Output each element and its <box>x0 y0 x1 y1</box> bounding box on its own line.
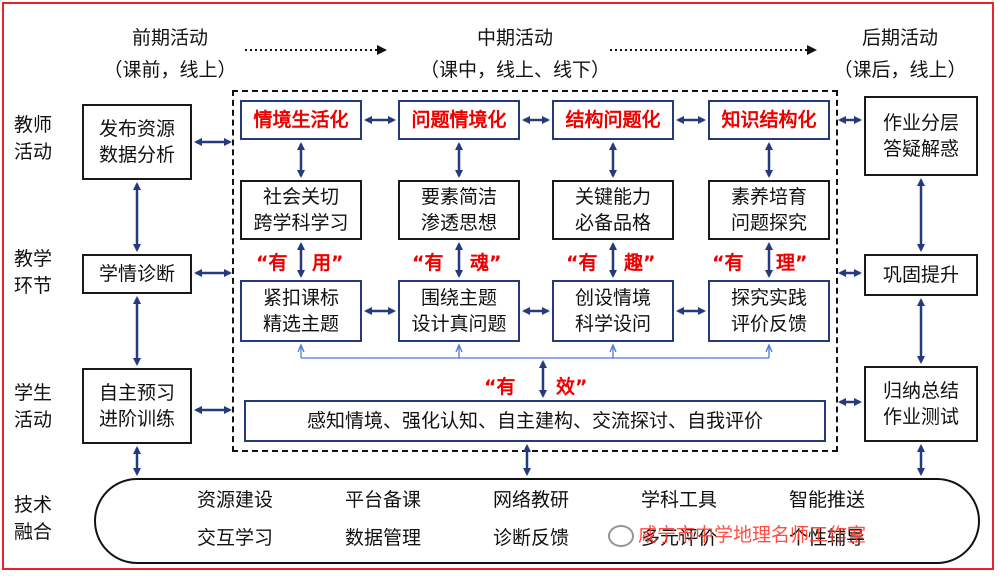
box-learning-diagnosis: 学情诊断 <box>82 254 192 294</box>
watermark-text: 咸宁市中学地理名师工作室 <box>608 520 866 547</box>
tech-item: 资源建设 <box>196 489 273 511</box>
slogan-effective-left: “有 <box>484 376 516 398</box>
box-publish-resources: 发布资源数据分析 <box>82 104 192 180</box>
phase-late-sub: （课后，线上） <box>833 59 967 81</box>
box-layered-homework: 作业分层答疑解惑 <box>864 96 978 176</box>
header-structure-problem: 结构问题化 <box>552 100 674 140</box>
wechat-icon <box>608 524 634 547</box>
tech-item: 智能推送 <box>788 489 865 511</box>
tech-item: 网络教研 <box>492 489 569 511</box>
slogan-effective-right: 效” <box>556 376 588 398</box>
middle-activity-region <box>232 90 838 452</box>
phase-early-sub: （课前，线上） <box>103 59 237 81</box>
slogan-soul-left: “有 <box>412 252 444 274</box>
box-summary-test: 归纳总结作业测试 <box>864 366 978 442</box>
header-problem-context: 问题情境化 <box>398 100 520 140</box>
box-curriculum-theme: 紧扣课标精选主题 <box>240 280 362 342</box>
slogan-fun-left: “有 <box>566 252 598 274</box>
tech-item: 平台备课 <box>344 489 421 511</box>
tech-item: 数据管理 <box>344 527 421 549</box>
phase-middle-title: 中期活动 <box>476 27 553 49</box>
box-element-concise: 要素简洁渗透思想 <box>398 180 520 240</box>
box-student-chain: 感知情境、强化认知、自主建构、交流探讨、自我评价 <box>244 400 826 442</box>
row-label-link: 教学环节 <box>14 248 53 297</box>
row-label-teacher: 教师活动 <box>14 114 53 163</box>
tech-integration-capsule <box>94 478 980 564</box>
header-knowledge-structure: 知识结构化 <box>708 100 830 140</box>
row-label-tech: 技术融合 <box>14 494 53 543</box>
slogan-useful-left: “有 <box>256 252 288 274</box>
slogan-reason-left: “有 <box>712 252 744 274</box>
box-key-ability: 关键能力必备品格 <box>552 180 674 240</box>
tech-item: 多元评价 <box>640 527 717 549</box>
tech-item: 诊断反馈 <box>492 527 569 549</box>
slogan-reason-right: 理” <box>776 252 808 274</box>
tech-item: 个性辅导 <box>788 527 865 549</box>
box-literacy-cultivation: 素养培育问题探究 <box>708 180 830 240</box>
slogan-fun-right: 趣” <box>624 252 656 274</box>
box-social-concern: 社会关切跨学科学习 <box>240 180 362 240</box>
box-self-preview: 自主预习进阶训练 <box>82 368 192 444</box>
box-consolidate: 巩固提升 <box>864 254 978 296</box>
header-life-context: 情境生活化 <box>240 100 362 140</box>
slogan-soul-right: 魂” <box>470 252 502 274</box>
box-design-problem: 围绕主题设计真问题 <box>398 280 520 342</box>
phase-late-title: 后期活动 <box>861 27 938 49</box>
outer-frame <box>2 2 994 570</box>
tech-item: 交互学习 <box>196 527 273 549</box>
phase-early-title: 前期活动 <box>131 27 208 49</box>
box-create-context: 创设情境科学设问 <box>552 280 674 342</box>
row-label-student: 学生活动 <box>14 382 53 431</box>
tech-item: 学科工具 <box>640 489 717 511</box>
slogan-useful-right: 用” <box>312 252 344 274</box>
phase-middle-sub: （课中，线上、线下） <box>419 59 610 81</box>
box-inquiry-practice: 探究实践评价反馈 <box>708 280 830 342</box>
